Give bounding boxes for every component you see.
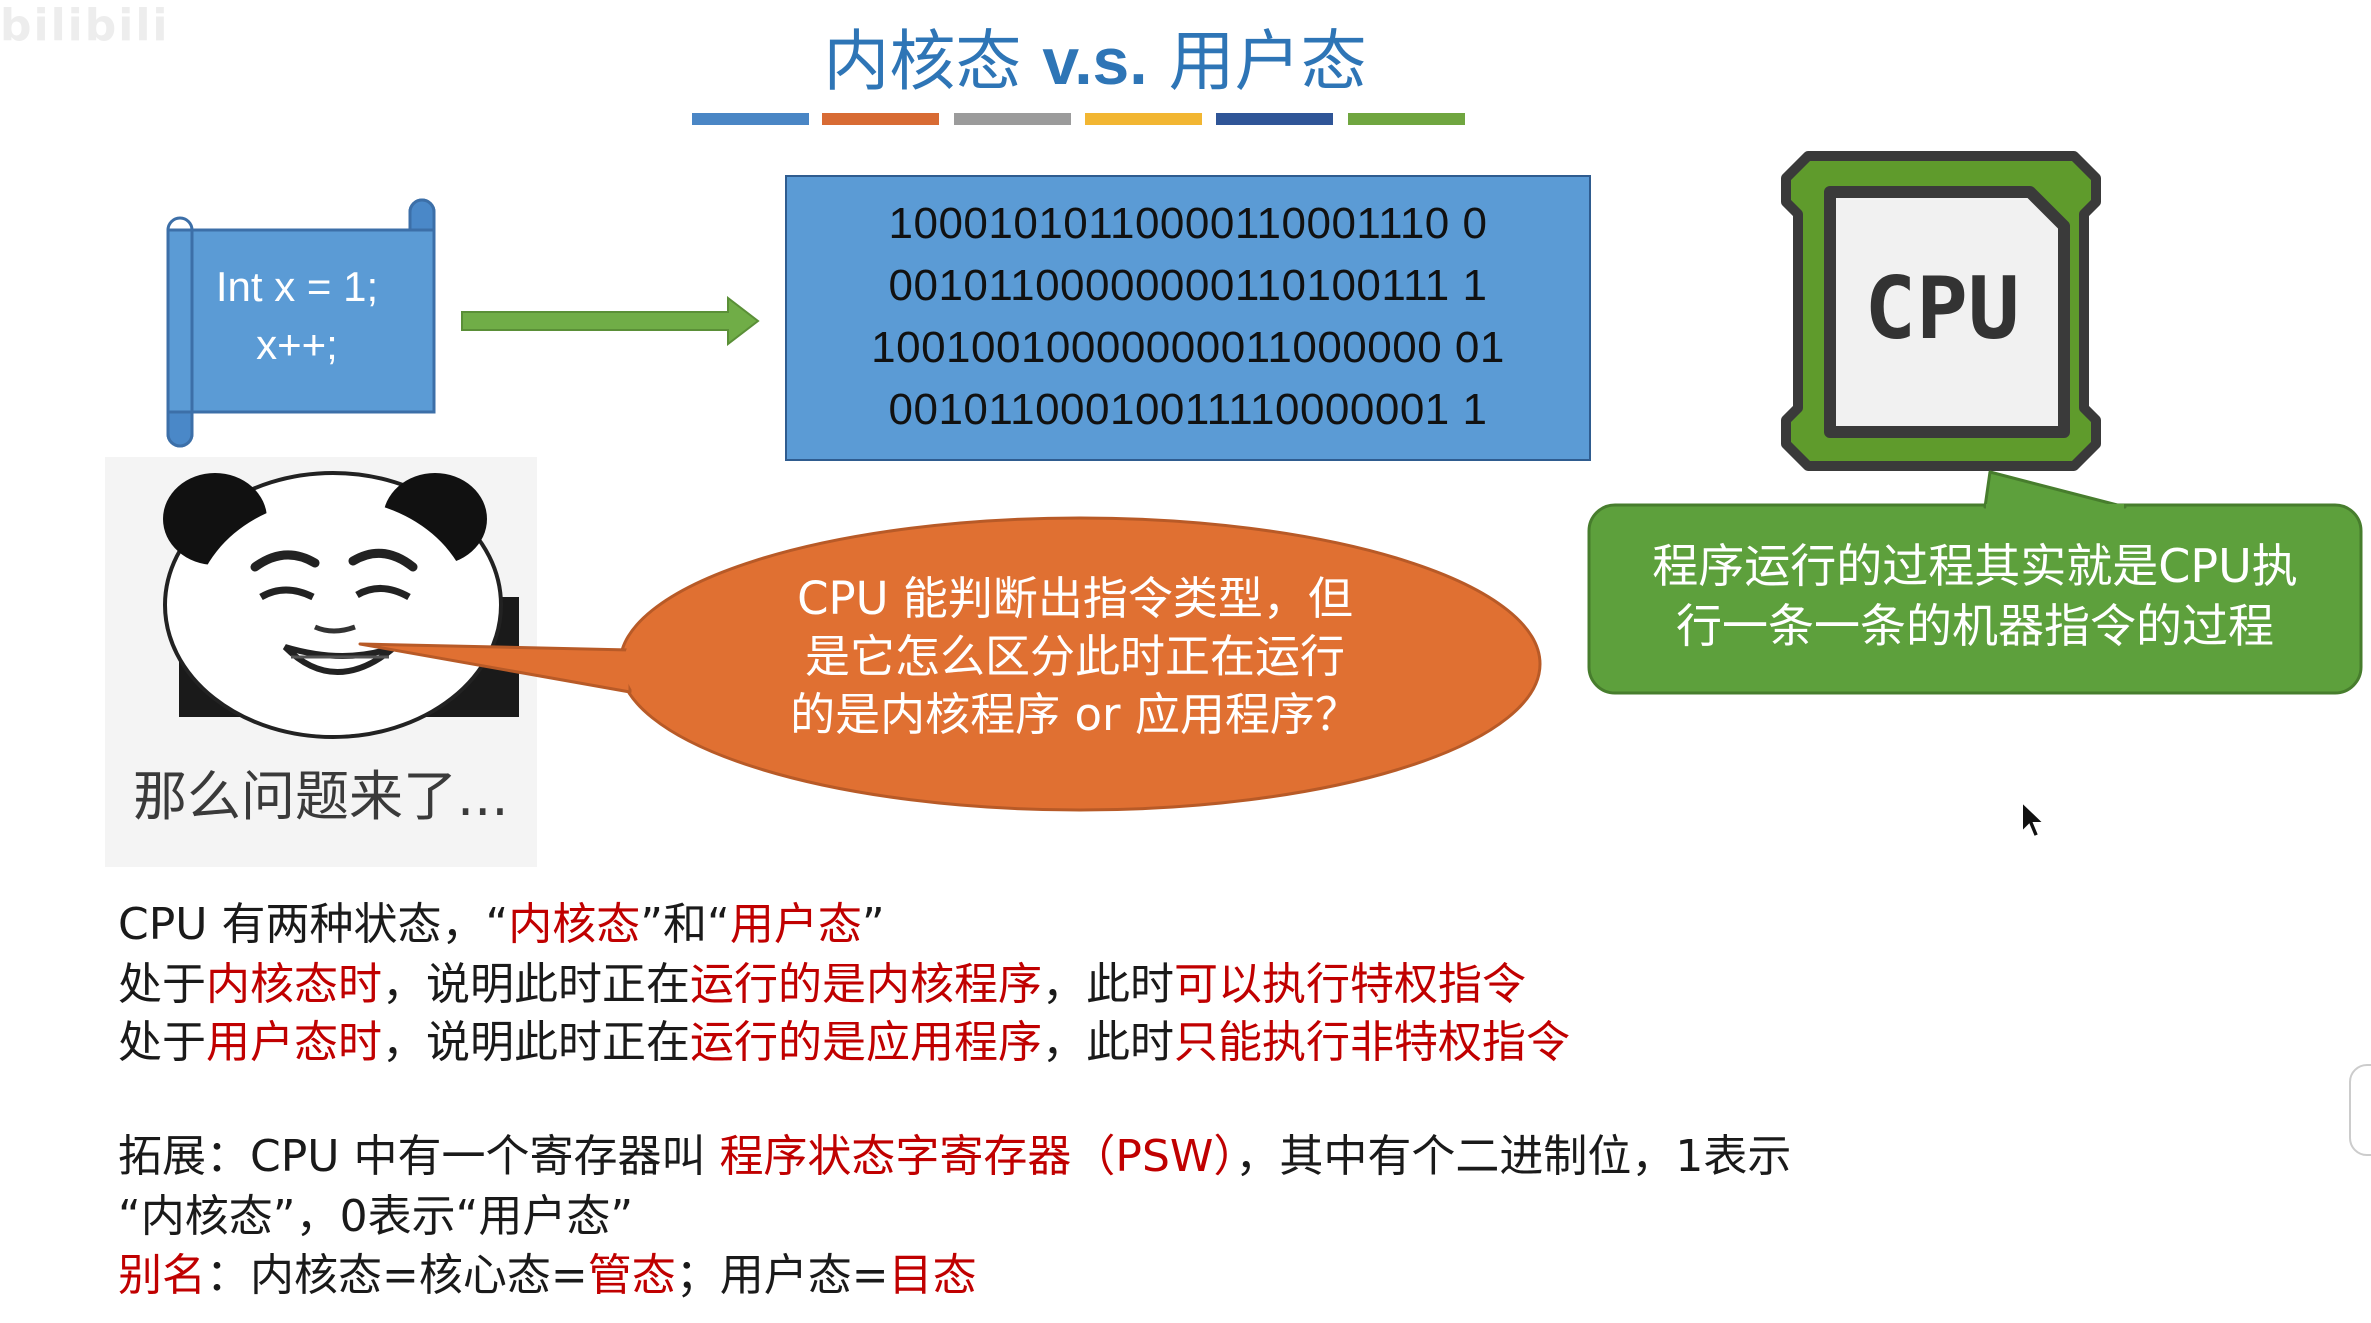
color-bar-seg <box>692 113 809 125</box>
color-bar-seg <box>1216 113 1333 125</box>
color-bar-seg <box>954 113 1071 125</box>
code-line: x++; <box>256 321 338 368</box>
green-callout-line: 程序运行的过程其实就是CPU执 <box>1652 539 2298 593</box>
orange-callout-line: CPU 能判断出指令类型，但 <box>797 572 1353 625</box>
meme-caption: 那么问题来了... <box>133 765 509 828</box>
code-scroll-icon <box>166 198 436 448</box>
color-bar-seg <box>822 113 939 125</box>
text-line-psw: 拓展：CPU 中有一个寄存器叫 程序状态字寄存器（PSW），其中有个二进制位，1… <box>118 1131 1792 1182</box>
code-text: Int x = 1; x++; <box>162 258 432 374</box>
orange-callout-line: 的是内核程序 or 应用程序？ <box>790 688 1360 741</box>
title-kernel: 内核态 <box>823 23 1022 100</box>
mouse-cursor-icon <box>2021 800 2046 839</box>
orange-callout-text: CPU 能判断出指令类型，但 是它怎么区分此时正在运行 的是内核程序 or 应用… <box>735 570 1415 744</box>
text-line-kernel-mode: 处于内核态时，说明此时正在运行的是内核程序，此时可以执行特权指令 <box>118 959 1526 1010</box>
color-bar-seg <box>1085 113 1202 125</box>
text-line-user-mode: 处于用户态时，说明此时正在运行的是应用程序，此时只能执行非特权指令 <box>118 1017 1570 1068</box>
title-vs: v.s. <box>1042 24 1148 98</box>
green-callout-text: 程序运行的过程其实就是CPU执 行一条一条的机器指令的过程 <box>1600 536 2350 656</box>
arrow-right-icon <box>461 296 760 346</box>
binary-line: 00101100010011110000001 1 <box>888 385 1488 434</box>
watermark: bilibili <box>0 0 170 51</box>
slide-title: 内核态 v.s. 用户态 <box>0 8 2190 104</box>
binary-line: 10010010000000011000000 01 <box>871 323 1505 372</box>
binary-line: 10001010110000110001110 0 <box>888 199 1488 248</box>
code-line: Int x = 1; <box>215 263 379 310</box>
cpu-label: CPU <box>1864 259 2019 359</box>
side-panel-tab[interactable] <box>2349 1064 2371 1156</box>
green-callout-line: 行一条一条的机器指令的过程 <box>1676 599 2274 653</box>
text-line-states: CPU 有两种状态，“内核态”和“用户态” <box>118 899 885 950</box>
green-callout-bubble <box>1587 470 2363 695</box>
text-line-aliases: 别名：内核态=核心态=管态；用户态=目态 <box>118 1250 977 1301</box>
text-line-psw-cont: “内核态”，0表示“用户态” <box>118 1191 634 1242</box>
title-user: 用户态 <box>1168 23 1367 100</box>
machine-code-box: 10001010110000110001110 0 00101100000000… <box>785 175 1591 461</box>
orange-callout-line: 是它怎么区分此时正在运行 <box>804 630 1345 683</box>
color-bar-seg <box>1348 113 1465 125</box>
cpu-icon: CPU <box>1781 151 2101 471</box>
orange-callout-bubble <box>358 516 1542 812</box>
binary-line: 00101100000000110100111 1 <box>888 261 1488 310</box>
